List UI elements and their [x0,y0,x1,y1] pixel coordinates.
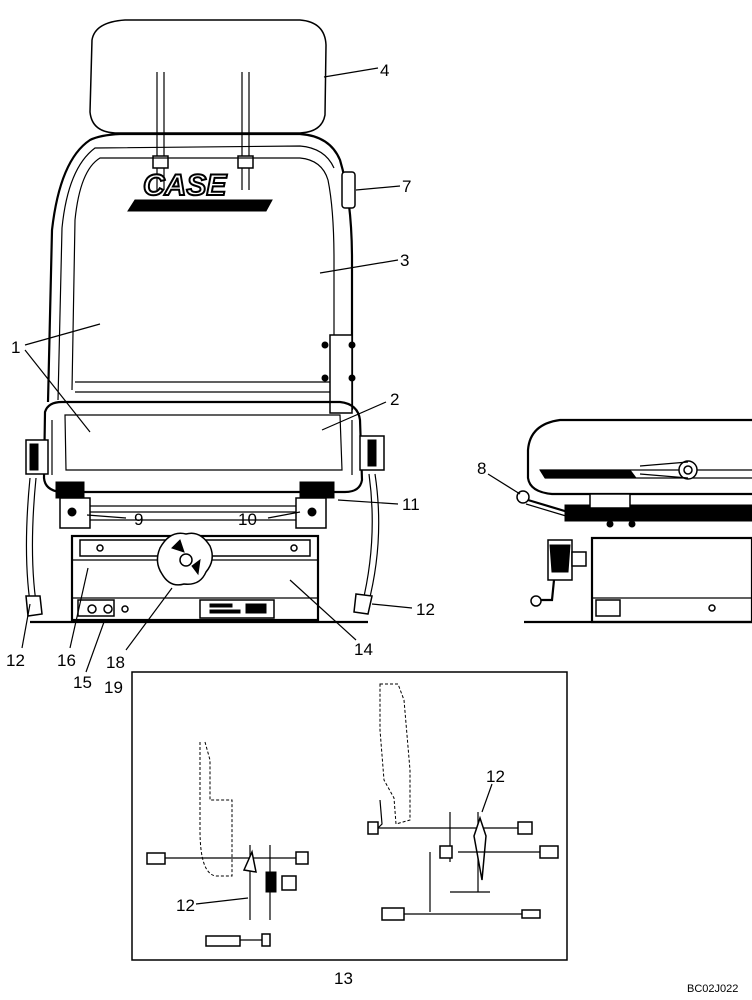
callout-labels: 4 7 3 1 2 8 11 9 10 12 12 16 15 18 14 19… [6,61,738,995]
inset-right-anchor [367,683,559,921]
callout-14: 14 [354,640,373,659]
callout-2: 2 [390,390,399,409]
case-logo: CASE [127,168,273,212]
callout-11: 11 [402,495,420,514]
headrest [89,19,327,134]
callout-13: 13 [334,969,353,988]
callout-9: 9 [134,510,143,529]
recline-bracket [329,334,353,414]
seat-belt-left [25,439,49,617]
callout-12-inset-right: 12 [486,767,505,786]
callout-19: 19 [104,678,123,697]
detail-inset [131,671,568,961]
callout-8: 8 [477,459,486,478]
callout-4: 4 [380,61,389,80]
inset-left-anchor [146,741,309,947]
leader-lines [21,67,521,905]
callout-15: 15 [73,673,92,692]
height-adjust-crank [530,539,587,607]
seat-belt-right [353,435,385,615]
callout-16: 16 [57,651,76,670]
armrest-adjust-knob [341,171,356,209]
callout-10: 10 [238,510,257,529]
figure-code: BC02J022 [687,983,738,995]
slide-rails [59,497,327,529]
callout-12-left: 12 [6,651,25,670]
suspension-base [30,532,368,624]
callout-12-inset-left: 12 [176,896,195,915]
headrest-posts [152,72,254,190]
side-seat-cushion [526,418,752,496]
callout-1: 1 [11,338,20,357]
brand-text: CASE [143,169,227,202]
seat-front-view: CASE [25,19,385,624]
seat-side-view [516,418,752,624]
callout-18: 18 [106,653,125,672]
seat-cushion [42,400,364,494]
inset-frame [131,671,568,961]
callout-7: 7 [402,177,411,196]
callout-3: 3 [400,251,409,270]
callout-12-right: 12 [416,600,435,619]
